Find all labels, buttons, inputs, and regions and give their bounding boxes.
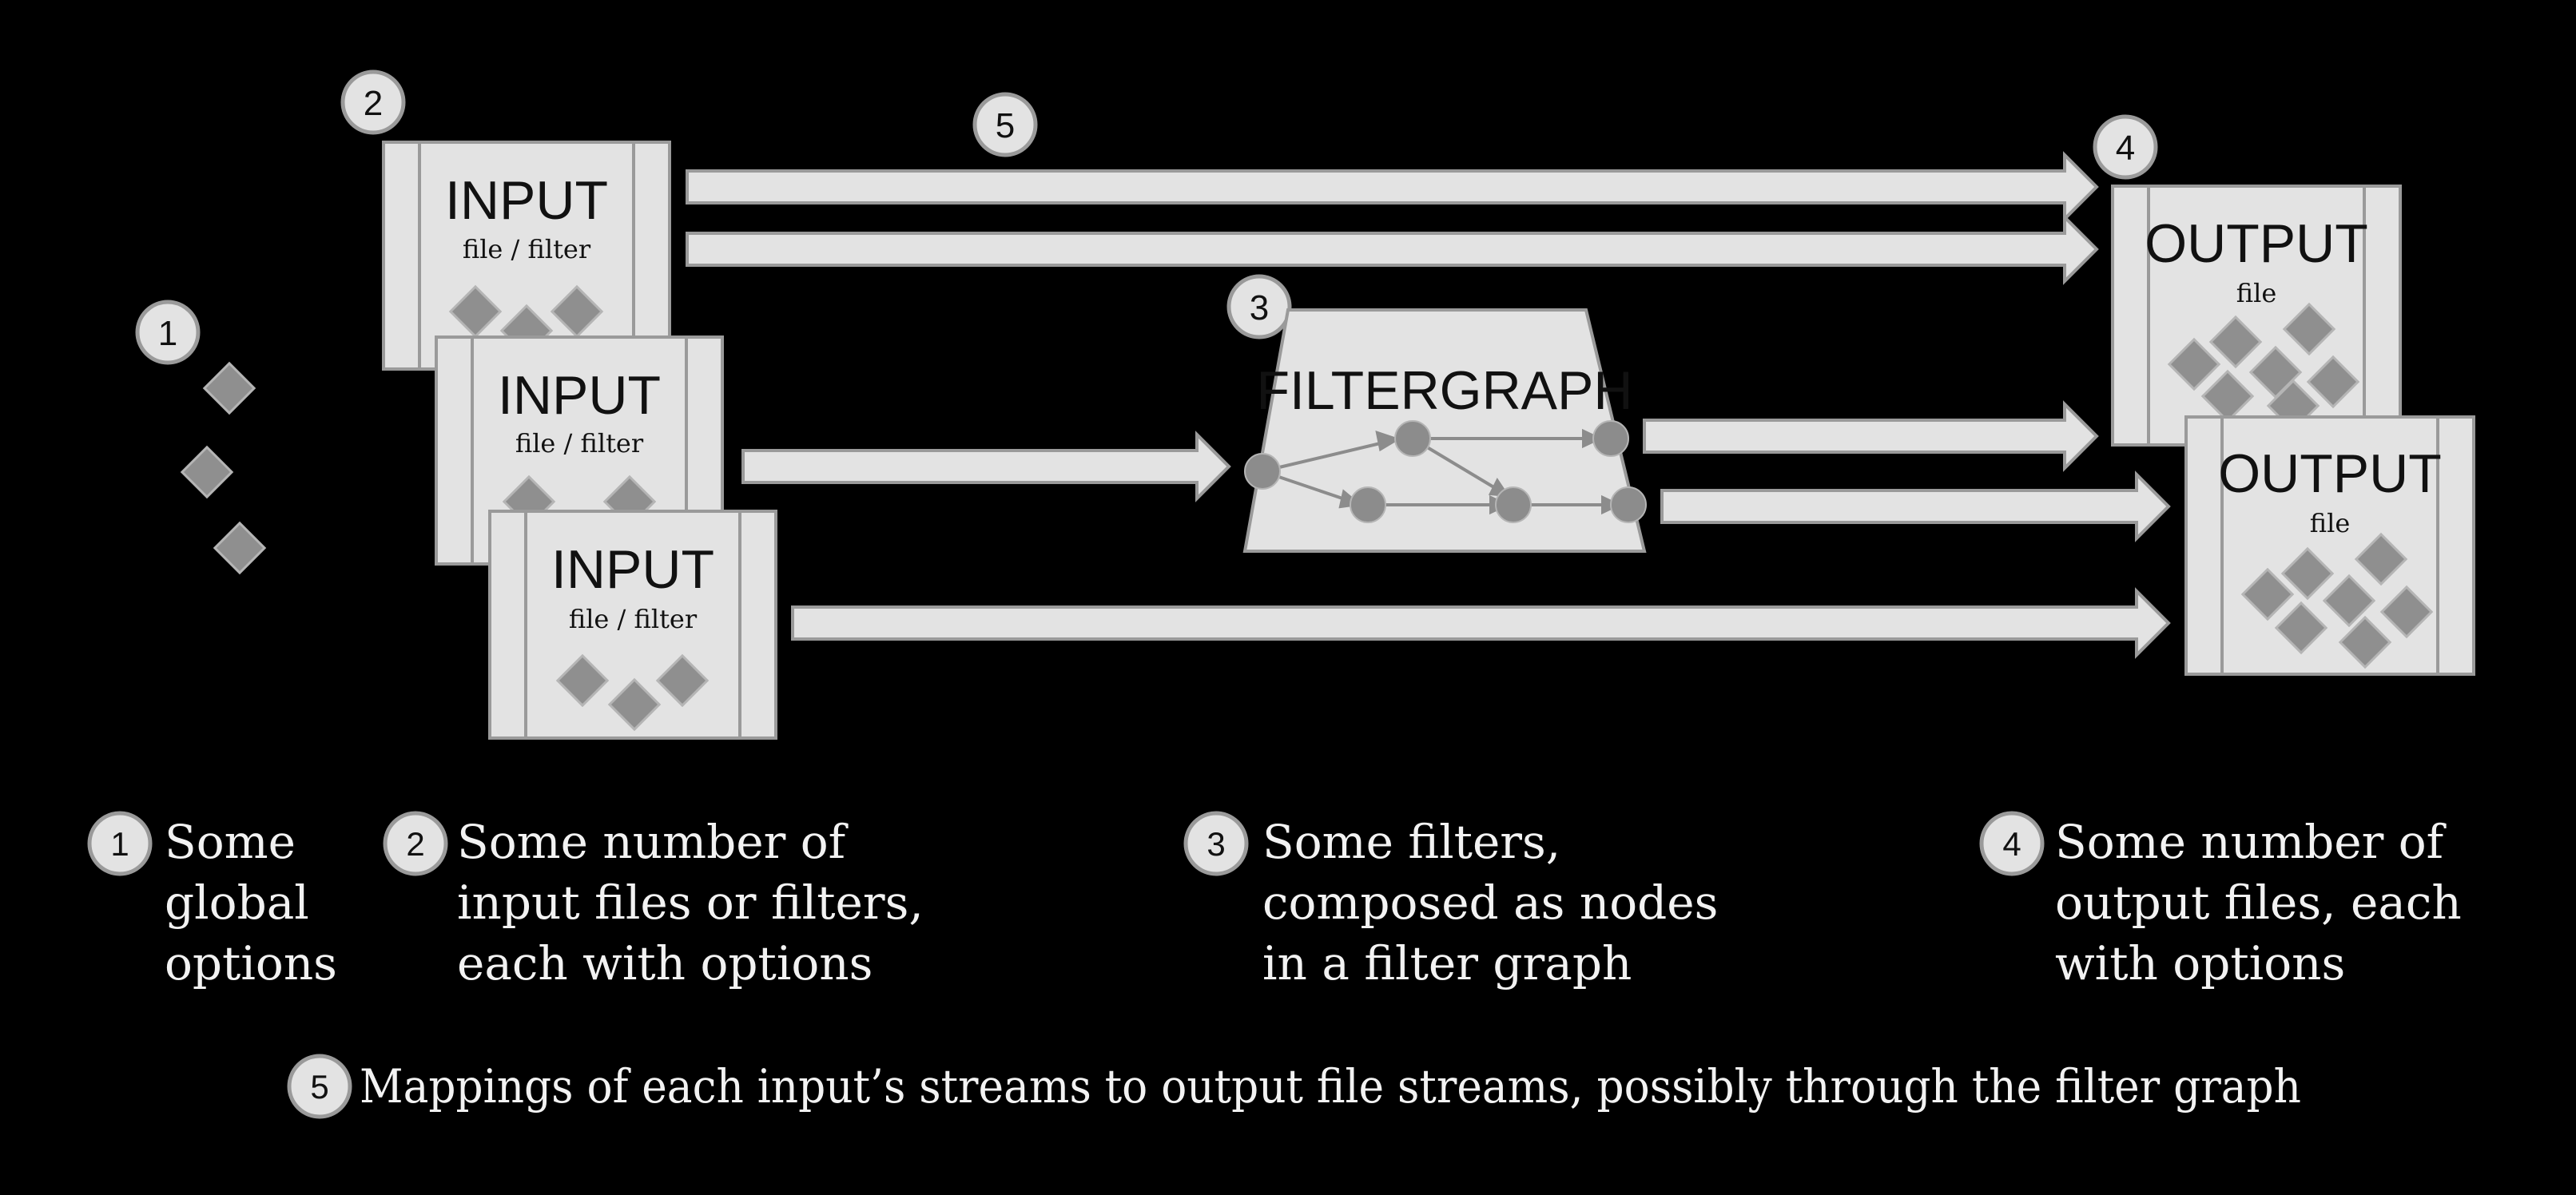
input-title: INPUT [498,365,661,426]
badge-3: 3 [1226,274,1292,339]
input-subtitle: file / filter [569,604,698,634]
output-subtitle: file [2310,508,2351,538]
stream-arrow [686,151,2099,223]
svg-text:4: 4 [2116,129,2135,168]
svg-text:3: 3 [1207,825,1225,863]
filter-node [1244,453,1281,490]
svg-text:Some number of: Some number of [457,815,849,869]
legend-item-3: 3 Some filters, composed as nodes in a f… [1183,811,1718,991]
stream-arrow [686,213,2099,285]
output-title: OUTPUT [2145,213,2368,274]
filter-node [1495,486,1532,523]
svg-text:5: 5 [310,1068,328,1106]
input-title: INPUT [551,539,714,600]
svg-text:with options: with options [2055,936,2345,991]
global-options-group: 1 [135,300,266,574]
output-box: OUTPUT file [2111,185,2402,447]
svg-text:1: 1 [110,825,129,863]
filter-node [1592,420,1629,457]
input-subtitle: file / filter [515,428,644,459]
filter-nodes [1244,420,1647,523]
legend-item-1: 1 Some global options [87,811,337,991]
stream-arrows [686,151,2171,659]
output-box: OUTPUT file [2184,415,2475,676]
input-subtitle: file / filter [463,234,591,264]
svg-text:each with options: each with options [457,936,873,991]
svg-text:1: 1 [158,314,177,353]
input-title: INPUT [445,170,608,231]
svg-text:3: 3 [1250,288,1269,328]
filtergraph-title: FILTERGRAPH [1256,360,1632,421]
stream-arrow [741,431,1231,502]
badge-4: 4 [2093,114,2158,180]
svg-text:input files or filters,: input files or filters, [457,875,924,930]
svg-text:composed as nodes: composed as nodes [1262,875,1718,930]
legend-item-4: 4 Some number of output files, each with… [1979,811,2462,991]
filter-node [1394,420,1431,457]
svg-text:Some number of: Some number of [2055,815,2447,869]
output-boxes: 4 OUTPUT file OUTPUT file [2093,114,2475,676]
badge-5: 5 [972,92,1038,157]
output-subtitle: file [2236,278,2277,308]
output-title: OUTPUT [2218,443,2442,504]
filter-node [1350,486,1386,523]
badge-1: 1 [135,300,201,365]
input-box: INPUT file / filter [488,510,777,740]
input-box: INPUT file / filter [382,141,671,371]
legend-footer-text: Mappings of each input’s streams to outp… [360,1059,2301,1114]
svg-text:4: 4 [2002,825,2021,863]
filtergraph: 3 FILTERGRAPH [1226,274,1647,553]
svg-text:output files, each: output files, each [2055,875,2462,930]
svg-text:Some: Some [165,815,296,869]
stream-arrow [1660,470,2171,542]
input-boxes: 2 INPUT file / filter INPUT file / filte… [340,69,777,740]
svg-text:2: 2 [406,825,424,863]
filter-node [1610,486,1647,523]
global-option-diamond-icon [203,362,256,415]
stream-arrow [1643,400,2099,472]
svg-text:global: global [165,875,309,930]
legend-item-2: 2 Some number of input files or filters,… [383,811,924,991]
svg-text:Some filters,: Some filters, [1262,815,1560,869]
legend-footer: 5 Mappings of each input’s streams to ou… [287,1054,2301,1119]
svg-text:options: options [165,936,337,991]
svg-text:in a filter graph: in a filter graph [1262,936,1632,991]
global-option-diamond-icon [181,446,233,498]
stream-arrow [791,587,2171,659]
global-option-diamond-icon [213,522,266,574]
badge-2: 2 [340,69,406,135]
legend: 1 Some global options 2 Some number of i… [87,811,2462,1119]
svg-text:5: 5 [996,106,1015,145]
svg-text:2: 2 [364,84,383,123]
